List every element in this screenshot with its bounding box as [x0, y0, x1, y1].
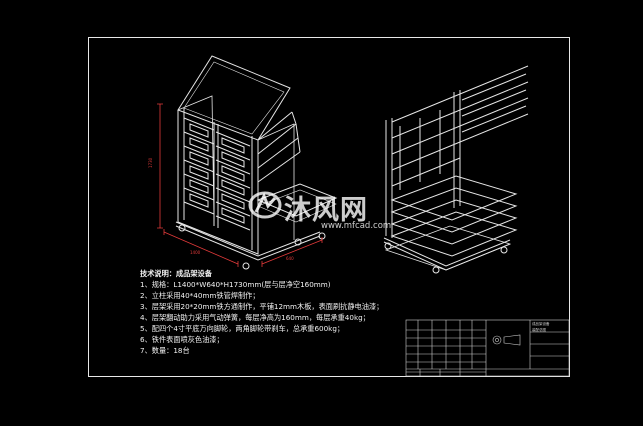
right-rack-shelves	[384, 175, 518, 271]
note-line-4: 4、层架翻动助力采用气动弹簧，每层净高为160mm，每层承重40kg；	[140, 313, 370, 322]
note-line-3: 3、层架采用20*20mm铁方通制作，平铺12mm木板，表面刷抗静电油漆；	[140, 302, 384, 311]
left-width-dim-label: 640	[286, 256, 294, 261]
note-line-6: 6、铁件表面喷灰色油漆；	[140, 335, 224, 344]
mfcad-logo-icon	[248, 191, 282, 219]
left-height-dim-label: 1730	[148, 157, 153, 168]
left-length-dim-label: 1400	[190, 250, 201, 255]
mfcad-watermark: 沐风网 www.mfcad.com	[248, 188, 398, 236]
note-line-7: 7、数量：18台	[140, 346, 190, 355]
left-rack-shelves	[183, 117, 251, 231]
title-block	[405, 319, 570, 377]
watermark-url: www.mfcad.com	[321, 221, 392, 231]
note-line-5: 5、配四个4寸平底万向脚轮，两角脚轮带刹车，总承重600kg；	[140, 324, 345, 333]
right-rack-view	[383, 65, 529, 274]
title-block-sub-cell: 装配总图	[532, 328, 546, 332]
notes-title: 技术说明：成品架设备	[140, 269, 212, 278]
technical-notes: 技术说明：成品架设备 1、规格：L1400*W640*H1730mm(层与层净空…	[140, 268, 410, 356]
title-block-name-cell: 成品架设备	[532, 322, 550, 326]
watermark-text: 沐风网	[284, 195, 368, 226]
left-rack-dimensions	[157, 103, 323, 267]
left-rack-view	[175, 55, 338, 270]
note-line-2: 2、立柱采用40*40mm铁管焊制作；	[140, 291, 260, 300]
right-rack-wheels	[384, 242, 508, 274]
drawing-border	[88, 37, 570, 377]
note-line-1: 1、规格：L1400*W640*H1730mm(层与层净空160mm)	[140, 280, 331, 289]
